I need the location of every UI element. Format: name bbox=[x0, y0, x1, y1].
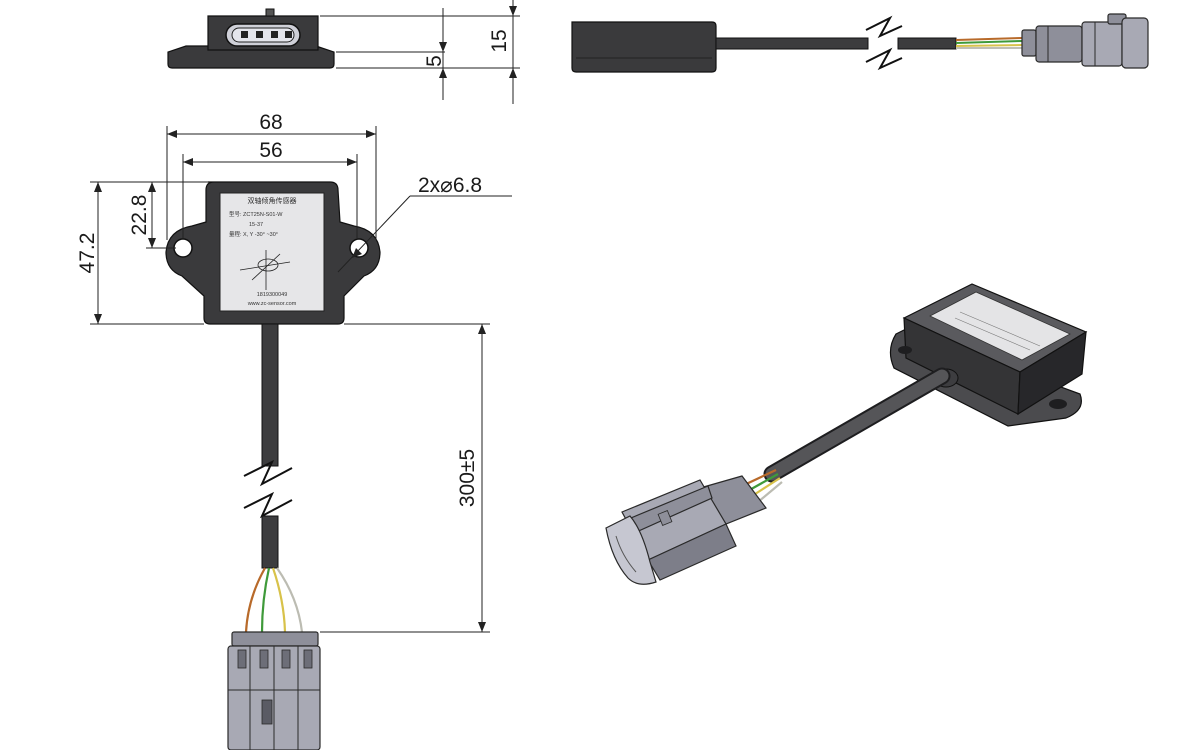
label-line-3: 15-37 bbox=[249, 222, 263, 228]
dim-overall-width: 68 bbox=[259, 111, 282, 134]
isometric-view bbox=[605, 283, 1088, 585]
connector-face-view: 5 15 bbox=[167, 0, 520, 104]
dim-hole-offset: 22.8 bbox=[128, 195, 151, 236]
dim-connector-face: 5 bbox=[423, 55, 446, 67]
axis-icon bbox=[239, 250, 291, 290]
front-view: 双轴倾角传感器 型号: ZCT25N-S01-W 15-37 量程: X, Y … bbox=[76, 111, 512, 750]
side-view bbox=[571, 13, 1149, 73]
dim-hole-spacing: 56 bbox=[259, 139, 282, 162]
dim-side-height: 15 bbox=[488, 29, 511, 52]
label-line-1: 双轴倾角传感器 bbox=[248, 196, 297, 205]
dim-overall-length: 47.2 bbox=[76, 233, 99, 274]
label-line-2: 型号: ZCT25N-S01-W bbox=[229, 210, 283, 218]
dim-cable-length: 300±5 bbox=[456, 449, 479, 507]
dim-hole-callout: 2x⌀6.8 bbox=[418, 174, 482, 197]
label-line-6: www.zc-sensor.com bbox=[247, 301, 297, 307]
label-line-5: 1819300049 bbox=[257, 292, 288, 298]
label-line-4: 量程: X, Y -30° ~30° bbox=[229, 230, 278, 238]
